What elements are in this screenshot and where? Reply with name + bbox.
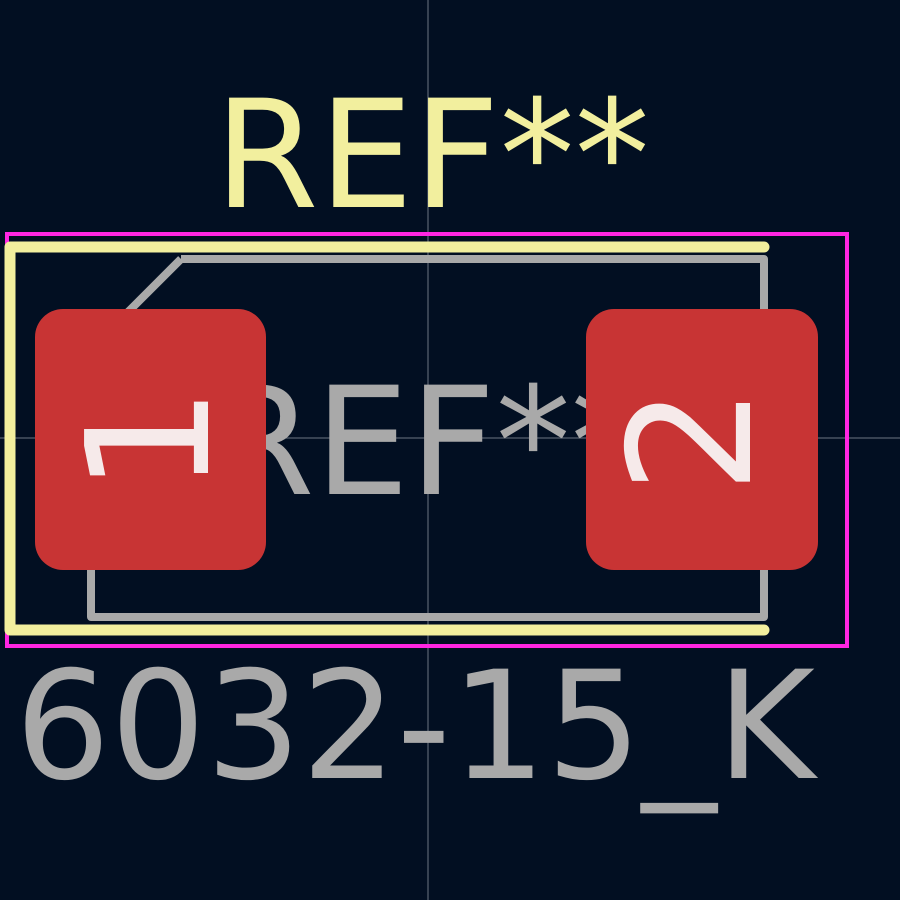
pad-1[interactable]: 1 — [35, 309, 266, 570]
pad-1-number: 1 — [51, 386, 249, 494]
silkscreen-outline — [4, 241, 770, 636]
value-text: 6032-15_K — [15, 640, 819, 814]
pad-2[interactable]: 2 — [586, 309, 818, 570]
silkscreen-reference-text: REF** — [214, 69, 649, 243]
pad-2-copper — [586, 309, 818, 570]
pad-2-number: 2 — [593, 386, 791, 494]
pad-1-copper — [35, 309, 266, 570]
fab-reference-text: REF** — [210, 356, 645, 530]
